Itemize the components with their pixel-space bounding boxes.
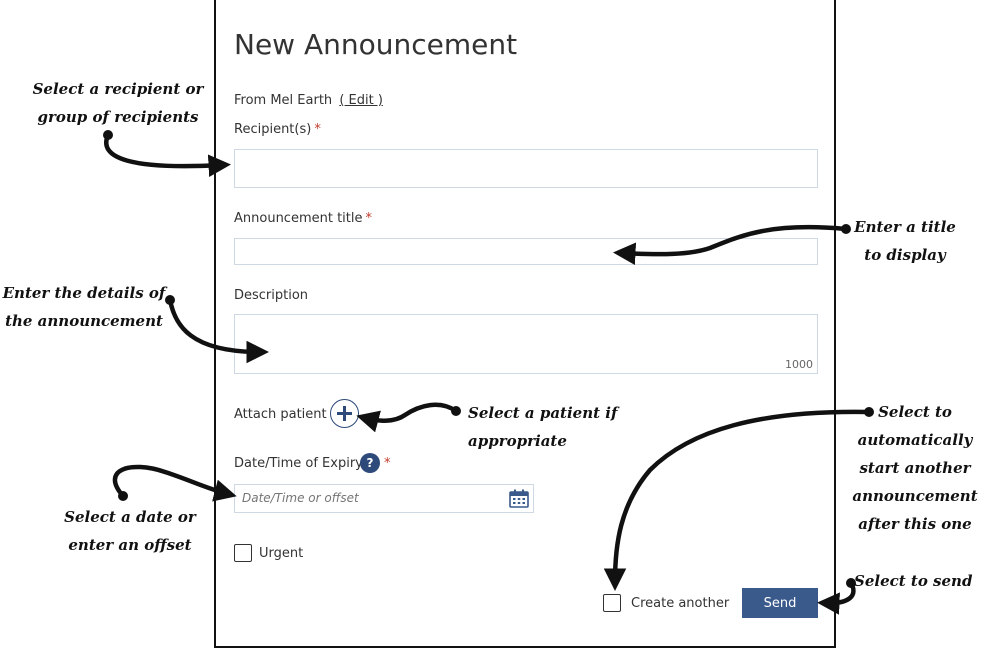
send-button[interactable]: Send <box>742 588 818 618</box>
arrow-create-another <box>603 409 872 591</box>
arrow-title <box>613 224 849 265</box>
recipients-input[interactable] <box>234 149 818 188</box>
create-another-label: Create another <box>631 596 730 611</box>
help-icon[interactable]: ? <box>360 453 380 473</box>
annotation-send: Select to send <box>854 572 973 590</box>
from-line: From Mel Earth ( Edit ) <box>234 93 383 108</box>
arrow-date <box>112 464 237 502</box>
annotation-title: Enter a title to display <box>850 213 960 269</box>
urgent-label: Urgent <box>259 546 304 561</box>
announcement-title-label-text: Announcement title <box>234 211 363 226</box>
annotation-line: Select a recipient or <box>32 80 204 98</box>
annotation-line: Select to <box>878 403 952 421</box>
character-counter: 1000 <box>785 358 813 371</box>
expiry-label: Date/Time of Expiry <box>234 456 363 471</box>
annotation-line: enter an offset <box>68 536 192 554</box>
required-asterisk: * <box>384 456 391 471</box>
annotation-line: to display <box>864 246 946 264</box>
description-label: Description <box>234 288 309 303</box>
description-textarea[interactable]: 1000 <box>234 314 818 374</box>
annotation-create-another: Select to automatically start another an… <box>850 398 980 538</box>
page-title: New Announcement <box>234 28 518 61</box>
edit-sender-link[interactable]: ( Edit ) <box>339 93 383 108</box>
arrow-patient <box>356 402 459 433</box>
arrow-send <box>817 580 856 615</box>
annotation-line: start another <box>859 459 971 477</box>
plus-icon <box>337 406 352 421</box>
expiry-field <box>234 484 534 513</box>
annotation-line: announcement <box>852 487 978 505</box>
arrow-details <box>167 297 269 364</box>
annotation-line: after this one <box>858 515 972 533</box>
annotation-recipient: Select a recipient or group of recipient… <box>32 75 204 131</box>
annotation-line: Select a date or <box>64 508 196 526</box>
from-sender: From Mel Earth <box>234 93 333 108</box>
required-mark: * <box>314 122 321 137</box>
annotation-line: Enter the details of <box>2 284 166 302</box>
annotation-details: Enter the details of the announcement <box>2 279 166 335</box>
annotation-patient: Select a patient if appropriate <box>468 404 618 450</box>
required-mark: * <box>365 211 373 226</box>
urgent-checkbox[interactable] <box>234 544 252 562</box>
attach-patient-label: Attach patient <box>234 407 327 422</box>
required-mark: * <box>384 456 391 471</box>
arrow-recipient <box>104 132 231 177</box>
recipients-label-text: Recipient(s) <box>234 122 312 137</box>
attach-patient-button[interactable] <box>330 399 359 428</box>
annotation-line: the announcement <box>5 312 163 330</box>
annotation-line: group of recipients <box>37 108 199 126</box>
annotation-line: Enter a title <box>854 218 956 236</box>
annotation-line: automatically <box>857 431 973 449</box>
calendar-icon[interactable] <box>509 489 529 508</box>
expiry-label-text: Date/Time of Expiry <box>234 456 363 471</box>
expiry-input[interactable] <box>240 490 504 506</box>
annotation-date: Select a date or enter an offset <box>60 503 200 559</box>
announcement-title-label: Announcement title* <box>234 211 372 226</box>
create-another-checkbox[interactable] <box>603 594 621 612</box>
recipients-label: Recipient(s)* <box>234 122 321 137</box>
